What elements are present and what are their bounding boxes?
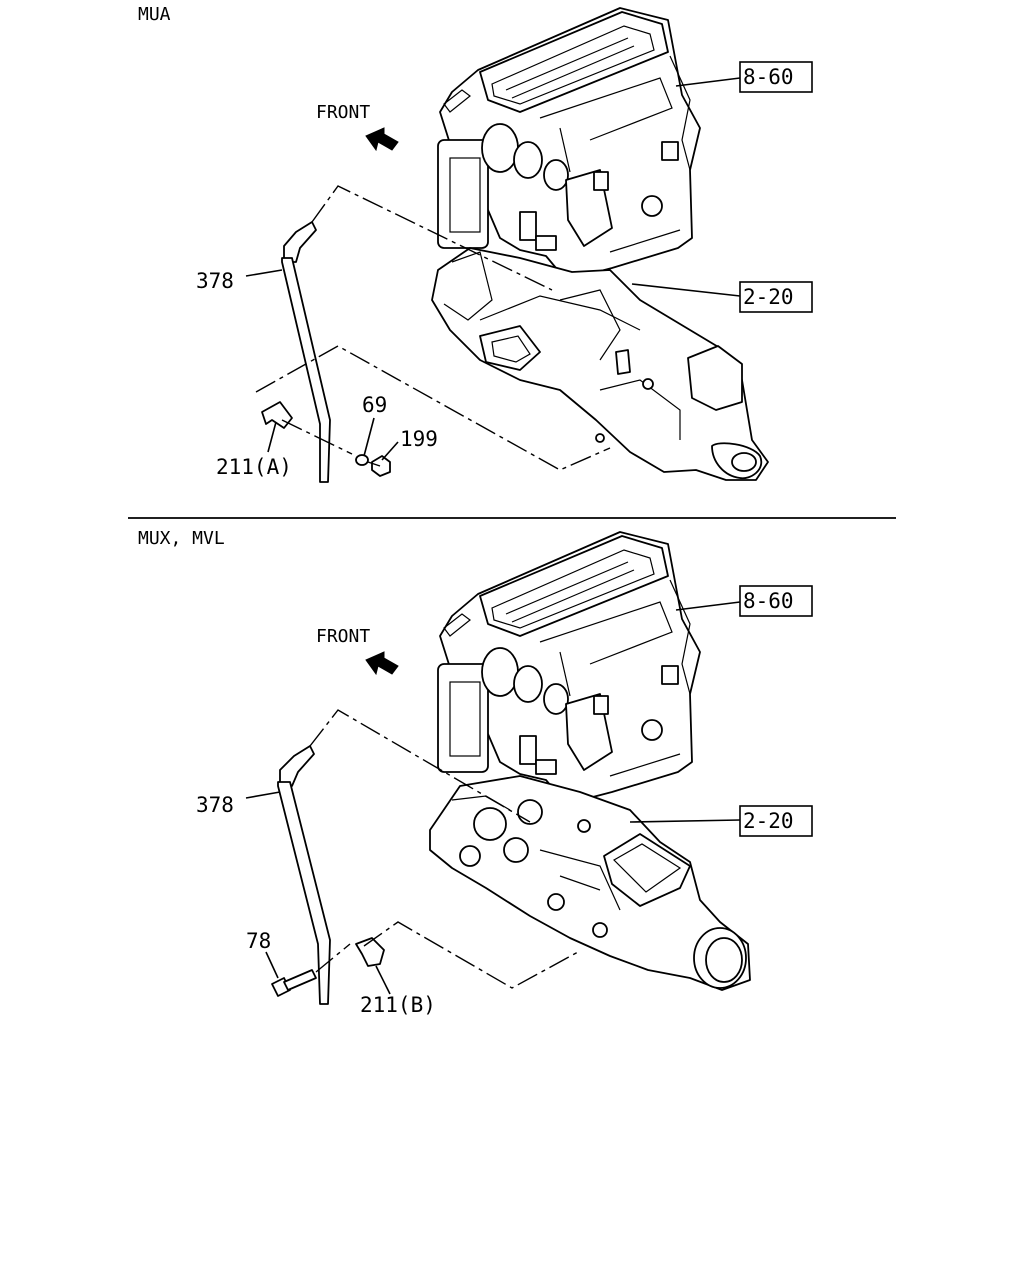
- nut-drawing: [371, 455, 391, 477]
- connector-line: [363, 921, 579, 989]
- clip-a-drawing: [261, 401, 293, 429]
- bolt-drawing: [271, 969, 317, 997]
- front-label: FRONT: [316, 626, 370, 647]
- callout-box-2-20: [739, 805, 813, 837]
- front-label: FRONT: [316, 102, 370, 123]
- callout-transmission: 2-20: [743, 285, 794, 309]
- callout-clip: 211(B): [360, 993, 436, 1017]
- connector-line: [315, 943, 351, 973]
- connector-line: [281, 419, 381, 467]
- callout-washer: 69: [362, 393, 387, 417]
- variant-heading: MUX, MVL: [138, 528, 225, 549]
- callout-hose: 378: [196, 269, 234, 293]
- front-arrow-icon: [365, 127, 399, 151]
- section-mua: MUA FRONT 8-60 2-20 378 69 199 211(A): [138, 4, 813, 483]
- connector-line: [255, 345, 611, 471]
- callout-heater-unit: 8-60: [743, 65, 794, 89]
- clip-b-drawing: [355, 937, 385, 967]
- callout-bolt: 78: [246, 929, 271, 953]
- breather-hose-drawing: [277, 745, 331, 1005]
- transmission-drawing: [431, 247, 769, 481]
- transmission-drawing: [429, 775, 751, 991]
- callout-clip: 211(A): [216, 455, 292, 479]
- connector-line: [311, 185, 553, 291]
- section-mux-mvl: MUX, MVL FRONT 8-60 2-20 378 78 211(B): [138, 528, 813, 1017]
- heater-unit-drawing: [437, 7, 701, 281]
- heater-unit-drawing: [437, 531, 701, 805]
- connector-line: [309, 709, 531, 823]
- callout-hose: 378: [196, 793, 234, 817]
- callout-box-8-60: [739, 585, 813, 617]
- callout-nut: 199: [400, 427, 438, 451]
- washer-drawing: [355, 454, 369, 466]
- front-arrow-icon: [365, 651, 399, 675]
- callout-box-8-60: [739, 61, 813, 93]
- breather-hose-drawing: [281, 221, 331, 483]
- callout-box-2-20: [739, 281, 813, 313]
- variant-heading: MUA: [138, 4, 171, 25]
- callout-transmission: 2-20: [743, 809, 794, 833]
- callout-heater-unit: 8-60: [743, 589, 794, 613]
